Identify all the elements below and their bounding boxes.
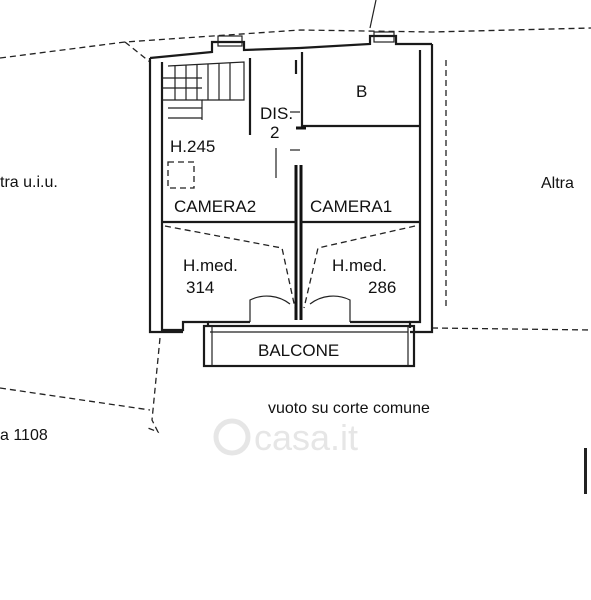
door-right xyxy=(309,295,351,322)
chimney-left xyxy=(217,35,243,47)
neighbour-right-label: Altra xyxy=(541,175,574,192)
hmed-left-label: H.med. xyxy=(183,256,238,275)
height-label: H.245 xyxy=(170,137,215,156)
watermark: casa.it xyxy=(213,417,358,458)
balcone-label: BALCONE xyxy=(258,341,339,360)
balcony xyxy=(202,324,416,368)
watermark-logo-icon xyxy=(213,418,251,456)
interior-walls xyxy=(162,52,420,320)
staircase xyxy=(162,61,245,119)
neighbour-left-label: tra u.i.u. xyxy=(0,174,58,191)
ceiling-slope-lines xyxy=(164,225,416,309)
watermark-text: casa.it xyxy=(254,417,358,458)
courtyard-note: vuoto su corte comune xyxy=(268,400,430,417)
hmed-right-label: H.med. xyxy=(332,256,387,275)
camera1-label: CAMERA1 xyxy=(310,197,392,216)
door-left xyxy=(249,295,291,322)
dis-number-label: 2 xyxy=(270,123,279,142)
fixture-outline xyxy=(167,161,195,189)
room-b-label: B xyxy=(356,82,367,101)
hmed-left-value: 314 xyxy=(186,278,214,297)
scrollbar-thumb[interactable] xyxy=(584,448,587,494)
parcel-label: a 1108 xyxy=(0,427,48,444)
chimney-right xyxy=(373,31,395,43)
hmed-right-value: 286 xyxy=(368,278,396,297)
property-boundaries xyxy=(0,0,591,434)
dis-label: DIS. xyxy=(260,104,293,123)
camera2-label: CAMERA2 xyxy=(174,197,256,216)
balcony-doors xyxy=(208,295,410,324)
